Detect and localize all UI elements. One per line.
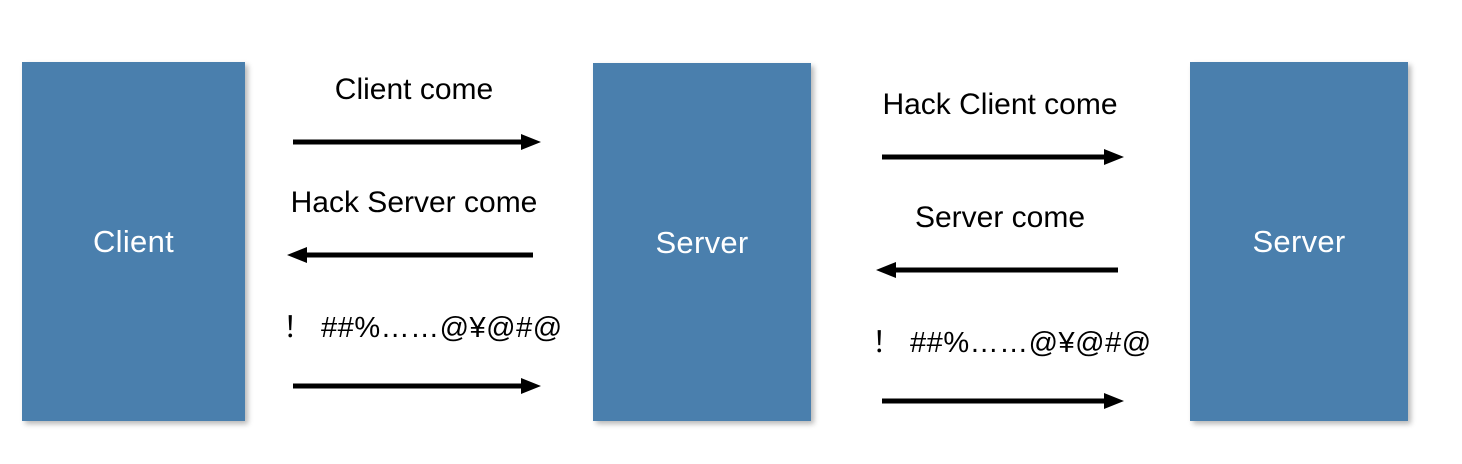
message-right-3-label: ！ ##%……@¥@#@ — [872, 327, 1152, 359]
node-server-1: Server — [593, 63, 811, 421]
message-right-1-label: Hack Client come — [882, 88, 1118, 121]
node-server-2-label: Server — [1252, 224, 1346, 259]
message-left-3-label: ！ ##%……@¥@#@ — [283, 312, 563, 344]
message-group-left: Client come Hack Server come ！ ##%……@¥@#… — [283, 62, 563, 412]
arrow-right-icon — [293, 134, 541, 150]
message-left-1-label: Client come — [334, 73, 494, 106]
node-client: Client — [22, 62, 245, 421]
arrow-right-icon — [293, 378, 541, 394]
node-client-label: Client — [92, 224, 175, 259]
arrow-right-icon — [882, 149, 1124, 165]
arrow-right-icon — [882, 393, 1124, 409]
arrow-left-icon — [876, 262, 1118, 278]
arrow-left-icon — [287, 247, 533, 263]
node-server-1-label: Server — [655, 224, 749, 260]
node-server-2: Server — [1190, 62, 1408, 421]
message-right-2-label: Server come — [914, 201, 1086, 234]
message-left-2-label: Hack Server come — [290, 186, 538, 219]
message-group-right: Hack Client come Server come ！ ##%……@¥@#… — [872, 77, 1152, 427]
